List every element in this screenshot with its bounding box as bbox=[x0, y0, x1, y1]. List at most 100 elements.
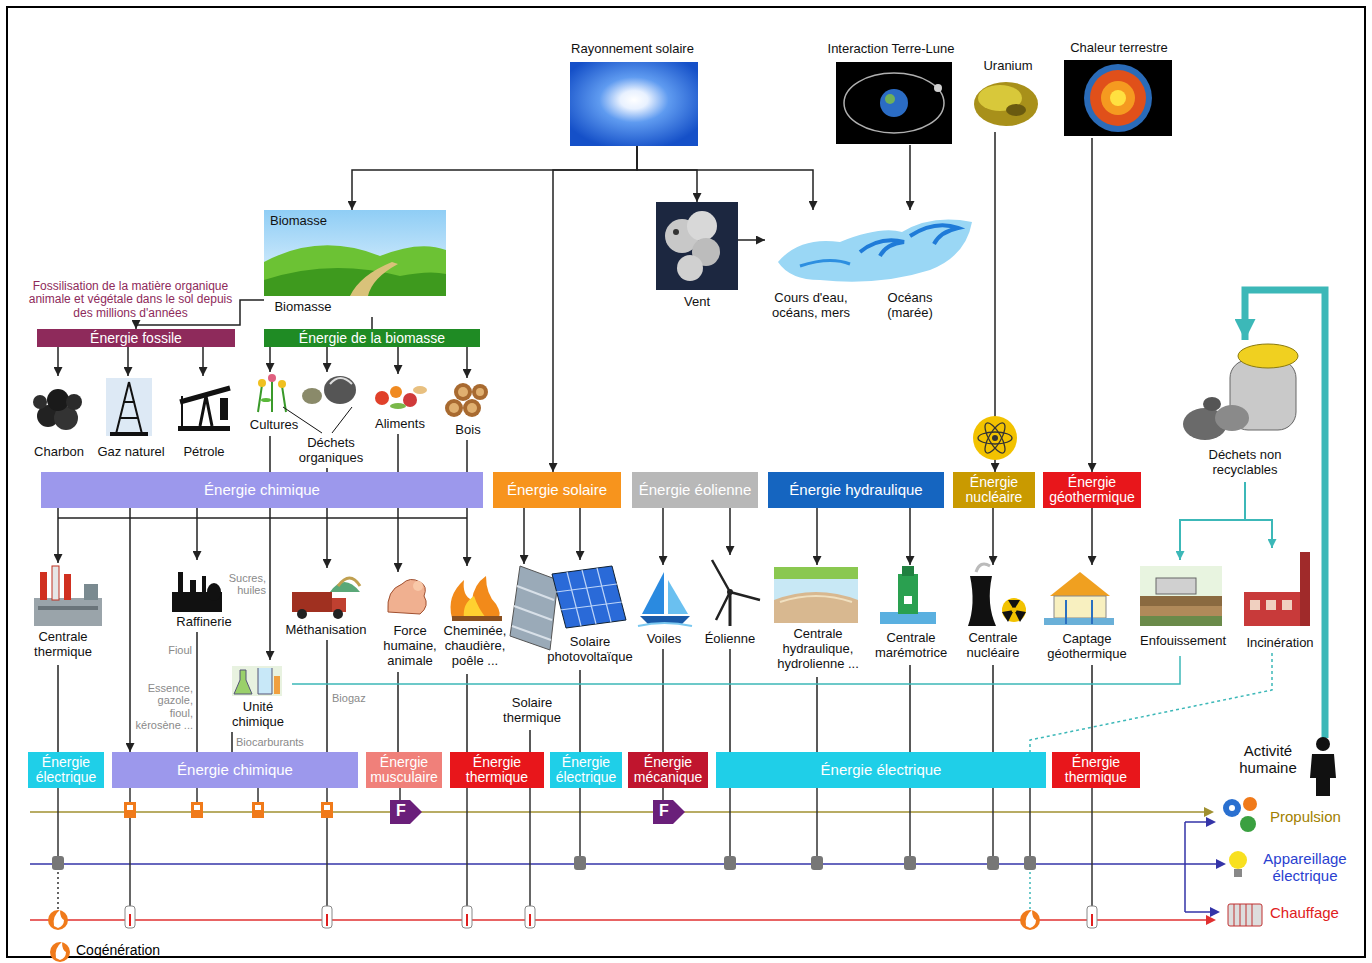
incinerator-picture bbox=[1244, 552, 1310, 626]
incinerator-picture bbox=[1300, 552, 1310, 626]
organic-waste-picture bbox=[302, 388, 322, 404]
thermal-plant-picture bbox=[64, 574, 71, 600]
flow-connector bbox=[269, 508, 271, 660]
band-label: Énergie thermique bbox=[1052, 755, 1140, 784]
edge-label: Biogaz bbox=[332, 692, 376, 704]
band-label: Énergie géothermique bbox=[1043, 475, 1141, 504]
resource-picture: Bois bbox=[440, 378, 496, 440]
thermometer-icons bbox=[322, 906, 332, 928]
sail-picture bbox=[642, 572, 664, 614]
converter-picture: Solaire photovoltaïque bbox=[540, 560, 640, 670]
chemical-unit-picture bbox=[232, 666, 282, 696]
flow-connector bbox=[662, 508, 664, 565]
force-arrow-icons bbox=[390, 800, 685, 824]
gas-picture bbox=[116, 382, 142, 434]
wood-picture bbox=[476, 388, 484, 396]
methanisation-picture bbox=[330, 582, 360, 592]
muscle-picture bbox=[388, 579, 426, 614]
waste-picture bbox=[1203, 397, 1221, 411]
dam-picture bbox=[780, 596, 852, 602]
fuel-pump-icons bbox=[194, 805, 200, 810]
dam-picture bbox=[774, 592, 858, 623]
converter-picture: Solaire thermique bbox=[500, 564, 564, 730]
force-arrow-icons bbox=[390, 800, 422, 824]
node-caption: Enfouissement bbox=[1130, 634, 1236, 649]
landfill-picture bbox=[1140, 606, 1222, 616]
energy-band: Énergie hydraulique bbox=[768, 472, 944, 508]
wood-picture bbox=[445, 383, 488, 417]
plug-icons bbox=[52, 856, 1036, 870]
energy-band: Énergie électrique bbox=[550, 752, 622, 788]
geothermal-picture bbox=[1054, 596, 1106, 618]
nuclear-plant-picture bbox=[976, 564, 990, 572]
earth-moon-picture bbox=[880, 89, 908, 117]
uranium-source: Uranium bbox=[968, 58, 1048, 132]
food-picture bbox=[375, 391, 389, 405]
cogeneration-legend: Cogénération bbox=[76, 943, 196, 959]
node-caption: Cultures bbox=[244, 418, 304, 433]
fuel-pump-icons bbox=[124, 802, 333, 818]
water-source: Cours d'eau, océans, mers Océans (marée) bbox=[765, 210, 980, 326]
oil-picture bbox=[178, 426, 230, 431]
muscle-picture bbox=[413, 581, 423, 591]
drop-lines bbox=[662, 788, 664, 800]
flow-connector bbox=[637, 146, 813, 210]
earth-moon-picture bbox=[934, 84, 942, 92]
incinerator-picture bbox=[1282, 600, 1292, 610]
solar-thermal-picture bbox=[510, 566, 558, 650]
resource-picture: Déchets organiques bbox=[292, 372, 370, 468]
node-caption: Centrale marémotrice bbox=[868, 631, 954, 661]
uranium-picture bbox=[974, 82, 1038, 126]
crops-picture bbox=[258, 374, 286, 412]
nuclear-plant-picture bbox=[1002, 600, 1026, 622]
flow-connector bbox=[729, 649, 731, 752]
wind-turbine-picture bbox=[712, 560, 760, 620]
node-caption: Océans (marée) bbox=[870, 291, 950, 321]
person-picture bbox=[1310, 737, 1336, 796]
thermometer-icons bbox=[462, 906, 472, 928]
energy-rails bbox=[1206, 915, 1216, 925]
node-caption: Interaction Terre-Lune bbox=[815, 42, 967, 57]
fire-picture bbox=[451, 576, 500, 618]
sail-picture bbox=[638, 623, 692, 626]
flow-connector bbox=[1091, 138, 1093, 472]
chemical-unit-picture bbox=[274, 676, 280, 694]
flow-connector bbox=[992, 665, 994, 752]
water-picture bbox=[860, 240, 904, 256]
earth-heat-picture bbox=[1064, 60, 1172, 136]
flow-connector bbox=[662, 649, 664, 752]
earth-heat-picture bbox=[1110, 90, 1126, 106]
thermal-plant-picture bbox=[34, 598, 102, 626]
node-caption: Cours d'eau, océans, mers bbox=[765, 291, 857, 321]
landfill-picture bbox=[1156, 578, 1196, 594]
converter-picture: Centrale hydraulique, hydrolienne ... bbox=[768, 565, 868, 677]
converter-picture: Voiles bbox=[636, 565, 692, 649]
biomass-picture bbox=[264, 210, 446, 296]
incinerator-picture bbox=[1244, 592, 1306, 626]
sail-picture bbox=[638, 572, 692, 626]
resource-picture: Charbon bbox=[28, 376, 90, 462]
refinery-picture bbox=[178, 572, 183, 594]
food-picture bbox=[413, 386, 427, 394]
sail-picture bbox=[668, 580, 688, 614]
fuel-pump-icons bbox=[255, 805, 261, 810]
band-label: Énergie électrique bbox=[550, 755, 622, 784]
node-caption: Cheminée, chaudière, poêle ... bbox=[436, 624, 514, 669]
uranium-picture bbox=[1006, 104, 1026, 116]
energy-band: Énergie chimique bbox=[41, 472, 483, 508]
energy-band: Énergie géothermique bbox=[1043, 472, 1141, 508]
converter-picture: Incinération bbox=[1238, 548, 1322, 653]
atom-picture bbox=[981, 420, 1008, 455]
plug-icons bbox=[811, 856, 823, 870]
flow-connector bbox=[397, 434, 399, 472]
band-label: Énergie chimique bbox=[202, 482, 322, 498]
landfill-picture bbox=[1140, 596, 1222, 606]
page-frame bbox=[7, 7, 1365, 957]
nuclear-plant-picture bbox=[968, 576, 996, 626]
converter-picture: Cheminée, chaudière, poêle ... bbox=[440, 566, 512, 674]
flow-connector bbox=[127, 347, 129, 376]
waste-picture bbox=[1215, 405, 1249, 431]
fire-picture bbox=[452, 616, 502, 621]
converter-picture: Méthanisation bbox=[280, 568, 376, 640]
